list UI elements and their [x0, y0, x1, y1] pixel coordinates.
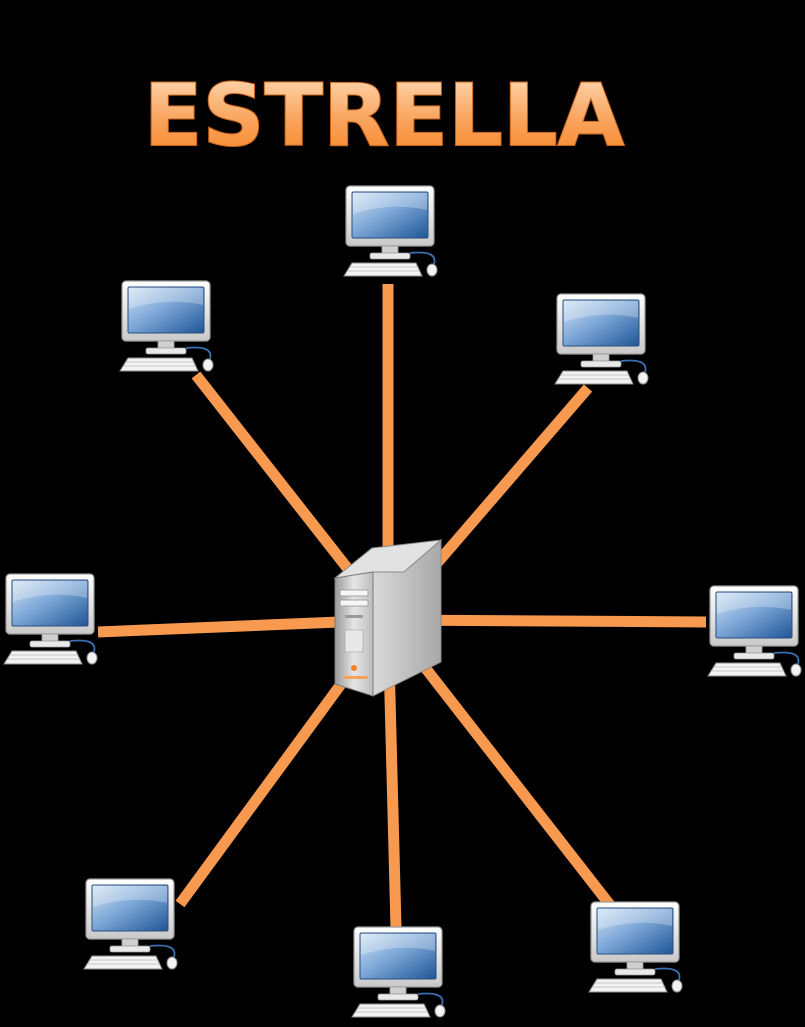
desktop-computer-icon-upper-right — [554, 293, 649, 385]
desktop-computer-icon-upper-left — [119, 280, 214, 372]
desktop-computer-icon-top — [343, 185, 438, 277]
desktop-computer-icon-left — [3, 573, 98, 665]
desktop-computer-icon-lower-left — [83, 878, 178, 970]
diagram-title: ESTRELLA — [144, 66, 625, 166]
desktop-computer-icon-bottom — [351, 926, 446, 1018]
desktop-computer-icon-right — [707, 585, 802, 677]
server-tower-icon — [333, 538, 443, 697]
desktop-computer-icon-lower-right — [588, 901, 683, 993]
